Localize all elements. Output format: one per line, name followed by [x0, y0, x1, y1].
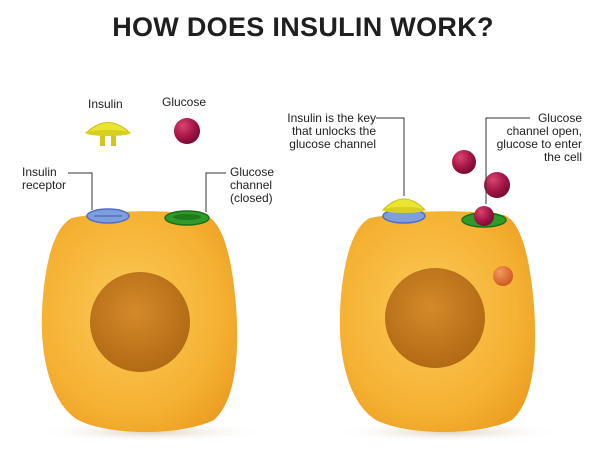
glucose-channel-open-leader	[485, 117, 530, 204]
glucose-outside-icon-2	[484, 172, 510, 198]
legend-insulin-icon	[84, 122, 132, 146]
right-cell-nucleus	[385, 268, 485, 368]
glucose-entering-icon	[474, 206, 494, 226]
right-cell-shadow	[328, 422, 568, 442]
legend-insulin-label: Insulin	[88, 97, 123, 111]
glucose-channel-open-label: Glucose channel open, glucose to enter t…	[496, 111, 582, 164]
left-channel-core	[173, 214, 201, 220]
glucose-channel-closed-label: Glucose channel (closed)	[230, 165, 275, 205]
insulin-key-leader	[376, 117, 405, 196]
insulin-key-label: Insulin is the key that unlocks the gluc…	[287, 111, 376, 151]
glucose-channel-closed-leader	[205, 172, 226, 212]
bound-insulin-icon	[381, 198, 427, 213]
left-cell-shadow	[30, 422, 270, 442]
glucose-outside-icon-1	[452, 150, 476, 174]
glucose-inside-icon	[493, 266, 513, 286]
insulin-receptor-label: Insulin receptor	[22, 165, 67, 192]
legend-glucose-icon	[174, 118, 200, 144]
legend-glucose-label: Glucose	[162, 95, 207, 109]
insulin-receptor-leader	[68, 172, 93, 210]
left-cell-nucleus	[90, 272, 190, 372]
page-title: HOW DOES INSULIN WORK?	[112, 12, 494, 42]
